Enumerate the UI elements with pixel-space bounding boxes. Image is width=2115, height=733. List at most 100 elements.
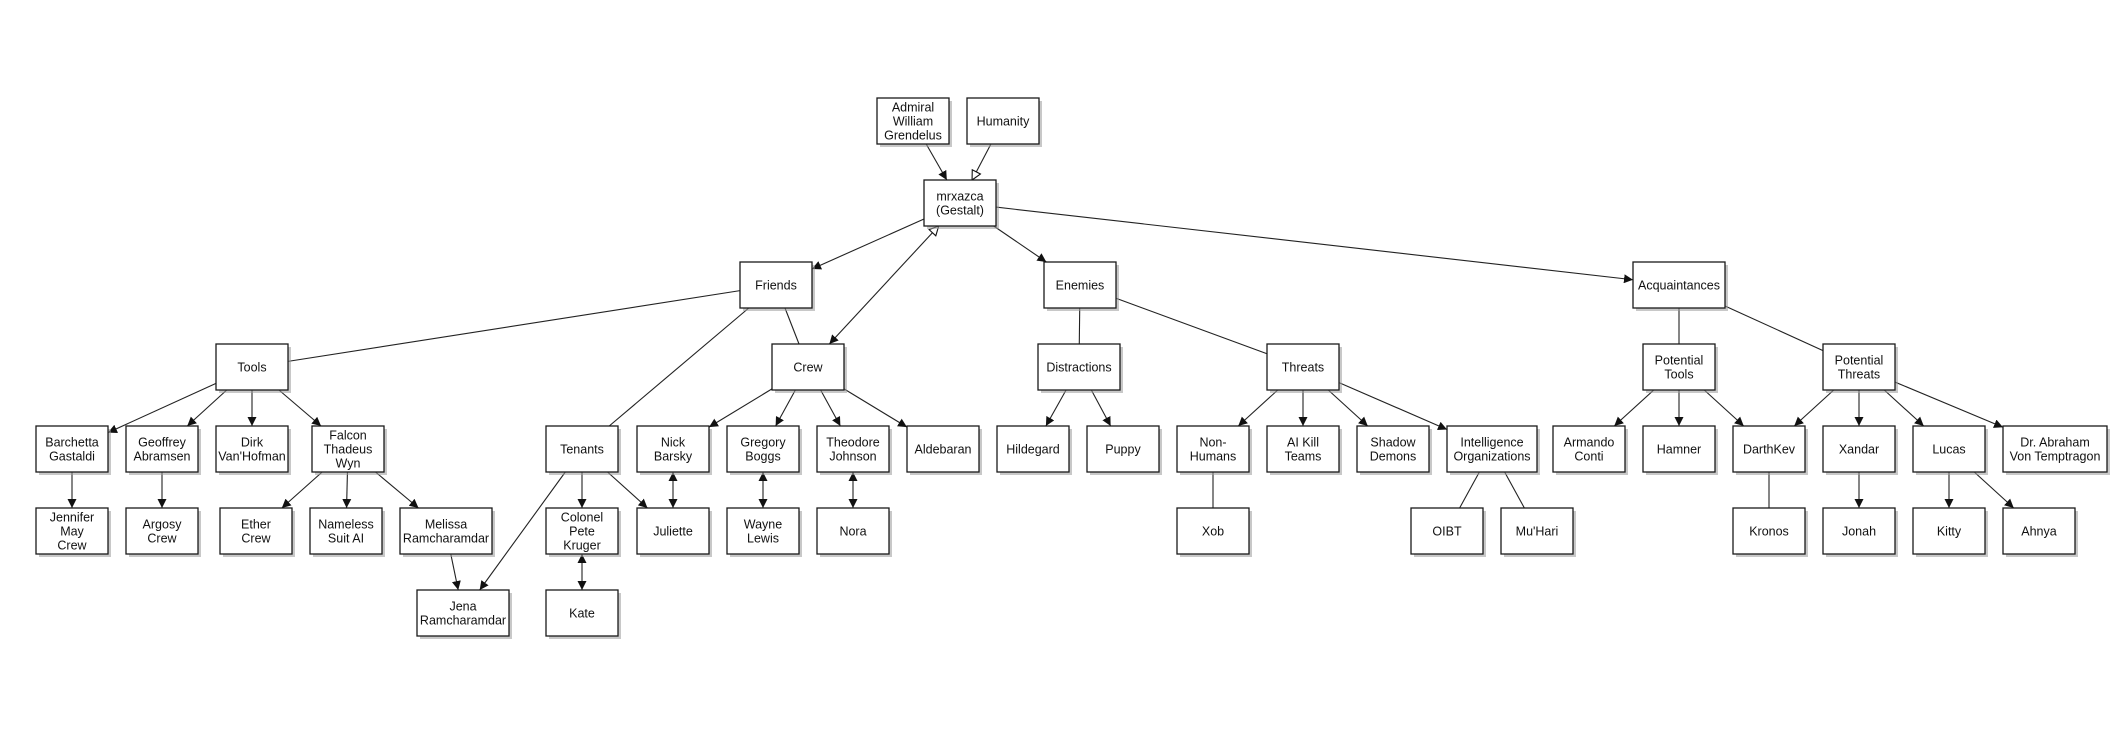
node-puppy: Puppy <box>1086 425 1162 475</box>
edge-ptools-darthkev <box>1703 389 1745 427</box>
node-friends: Friends <box>739 261 815 311</box>
node-hildegard: Hildegard <box>996 425 1072 475</box>
node-box <box>125 425 199 473</box>
node-label: Aldebaran <box>915 443 972 457</box>
node-kronos: Kronos <box>1732 507 1808 557</box>
node-acquaintances: Acquaintances <box>1632 261 1728 311</box>
edge-distractions-hildegard <box>1045 389 1067 427</box>
edge-admiral-mrxazca <box>925 143 948 181</box>
node-mrxazca: mrxazca(Gestalt) <box>923 179 999 229</box>
node-box <box>1822 507 1896 555</box>
node-box <box>215 425 289 473</box>
node-box <box>1912 425 1986 473</box>
node-box <box>219 507 293 555</box>
edge-crew-aldebaran <box>843 388 908 428</box>
edge-falcon-nameless <box>342 471 352 509</box>
edge-mrxazca-enemies <box>993 225 1047 263</box>
node-crew: Crew <box>771 343 847 393</box>
edge-crew-nick <box>708 388 773 428</box>
edge-tools-geoffrey <box>186 389 228 427</box>
node-box <box>996 425 1070 473</box>
node-humanity: Humanity <box>966 97 1042 147</box>
node-ahnya: Ahnya <box>2002 507 2078 557</box>
edge-tools-falcon <box>278 389 322 427</box>
node-label: Crew <box>793 361 823 375</box>
edge-mrxazca-acquaintances <box>995 206 1634 284</box>
node-box <box>1410 507 1484 555</box>
node-lucas: Lucas <box>1912 425 1988 475</box>
node-label: OIBT <box>1432 525 1462 539</box>
edge-distractions-puppy <box>1090 389 1112 427</box>
node-nonhumans: Non-Humans <box>1176 425 1252 475</box>
node-box <box>2002 507 2076 555</box>
edge-intel-muhari <box>1504 471 1525 509</box>
node-label: Puppy <box>1105 443 1141 457</box>
node-box <box>35 425 109 473</box>
node-box <box>399 507 493 555</box>
node-box <box>1552 425 1626 473</box>
node-box <box>1632 261 1726 309</box>
edge-lucas-ahnya <box>1973 471 2015 509</box>
node-juliette: Juliette <box>636 507 712 557</box>
node-box <box>771 343 845 391</box>
node-label: DarthKev <box>1743 443 1796 457</box>
node-label: Jonah <box>1842 525 1876 539</box>
node-box <box>545 507 619 555</box>
edge-threats-nonhumans <box>1237 389 1279 427</box>
node-box <box>1732 425 1806 473</box>
node-label: Xob <box>1202 525 1224 539</box>
node-box <box>311 425 385 473</box>
node-box <box>739 261 813 309</box>
node-label: Kate <box>569 607 595 621</box>
edge-friends-tools <box>287 290 741 362</box>
node-label: Mu'Hari <box>1516 525 1559 539</box>
node-box <box>816 507 890 555</box>
node-label: Xandar <box>1839 443 1879 457</box>
node-box <box>923 179 997 227</box>
node-box <box>1266 343 1340 391</box>
node-label: Nora <box>839 525 866 539</box>
node-box <box>125 507 199 555</box>
edge-tools-barchetta <box>107 382 217 434</box>
node-label: Threats <box>1282 361 1324 375</box>
node-box <box>545 425 619 473</box>
edge-pthreats-lucas <box>1883 389 1925 427</box>
edge-crew-gregory <box>775 389 796 427</box>
node-kitty: Kitty <box>1912 507 1988 557</box>
edge-acquaintances-pthreats <box>1724 305 1824 352</box>
edge-threats-shadow <box>1327 389 1369 427</box>
node-box <box>1176 507 1250 555</box>
node-box <box>906 425 980 473</box>
edge-humanity-mrxazca <box>972 143 992 180</box>
